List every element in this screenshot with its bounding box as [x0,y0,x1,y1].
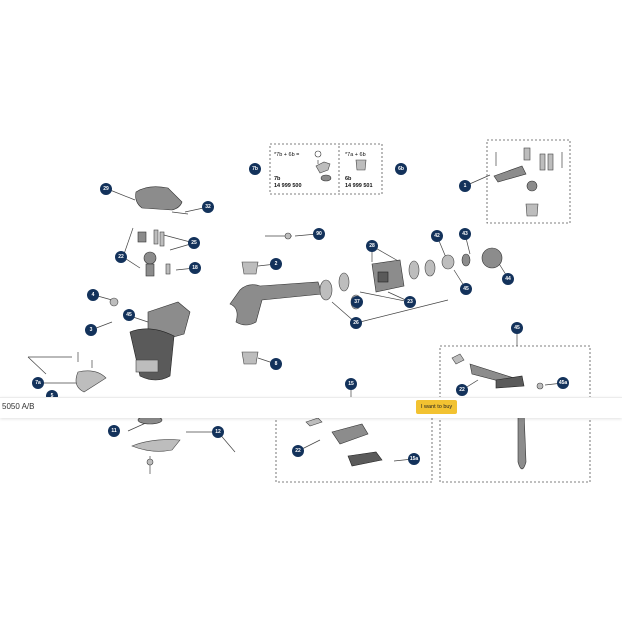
svg-text:26: 26 [353,320,359,326]
svg-text:11: 11 [111,428,117,434]
product-model-label: 5050 A/B [2,402,35,411]
svg-text:29: 29 [103,186,109,192]
callout-15a[interactable]: 15a [408,453,420,465]
svg-text:12: 12 [215,429,221,435]
svg-text:43: 43 [462,231,468,237]
inset-right-article: 14 999 501 [345,183,373,189]
svg-text:45: 45 [514,325,520,331]
callout-44[interactable]: 44 [502,273,514,285]
svg-text:7b: 7b [252,166,258,172]
callout-7b[interactable]: 7b [249,163,261,175]
svg-text:23: 23 [407,299,413,305]
inset-left-article: 14 999 500 [274,183,302,189]
callout-18[interactable]: 18 [189,262,201,274]
callout-22[interactable]: 22 [115,251,127,263]
inset-knob-part [320,174,332,182]
part-3-cup [129,328,175,381]
svg-text:22: 22 [459,387,465,393]
callout-26[interactable]: 26 [350,317,362,329]
callout-32[interactable]: 32 [202,201,214,213]
detail-box-1 [486,139,571,224]
callout-43[interactable]: 43 [459,228,471,240]
leader-lines [27,174,564,462]
buy-button[interactable]: I want to buy [416,400,458,414]
svg-text:6b: 6b [398,166,404,172]
svg-text:15: 15 [348,381,354,387]
svg-text:37: 37 [354,299,360,305]
callout-90[interactable]: 90 [313,228,325,240]
svg-text:8: 8 [275,361,278,367]
callout-22-detail[interactable]: 22 [456,384,468,396]
inset-left-part-no: 7b [274,176,281,182]
callout-4[interactable]: 4 [87,289,99,301]
svg-text:90: 90 [316,231,322,237]
inset-left-header: *7b + 6b = [274,152,299,158]
sticky-product-bar: 5050 A/B I want to buy [0,397,622,418]
callout-3[interactable]: 3 [85,324,97,336]
svg-text:45a: 45a [559,380,568,386]
svg-text:7a: 7a [35,380,41,386]
parts [75,147,563,474]
svg-text:1: 1 [464,183,467,189]
callout-45-detail[interactable]: 45 [511,322,523,334]
inset-bushing-part [355,159,367,171]
svg-text:4: 4 [92,292,95,298]
inset-box-7b-6b [269,143,383,195]
callout-15[interactable]: 15 [345,378,357,390]
svg-text:44: 44 [505,276,511,282]
callout-11[interactable]: 11 [108,425,120,437]
callout-8[interactable]: 8 [270,358,282,370]
callout-1[interactable]: 1 [459,180,471,192]
svg-text:25: 25 [191,240,197,246]
callout-45[interactable]: 45 [460,283,472,295]
svg-text:22: 22 [295,448,301,454]
callout-45a[interactable]: 45a [557,377,569,389]
callout-6b[interactable]: 6b [395,163,407,175]
svg-text:15a: 15a [410,456,419,462]
clock-icon [314,150,322,158]
svg-text:5: 5 [51,393,54,399]
svg-text:42: 42 [434,233,440,239]
callout-2[interactable]: 2 [270,258,282,270]
svg-text:2: 2 [275,261,278,267]
callout-22-detail-15[interactable]: 22 [292,445,304,457]
inset-handle-part [315,161,331,174]
svg-text:3: 3 [90,327,93,333]
callout-29[interactable]: 29 [100,183,112,195]
callout-42[interactable]: 42 [431,230,443,242]
callout-7a[interactable]: 7a [32,377,44,389]
callout-28[interactable]: 28 [366,240,378,252]
inset-right-header: *7a + 6b [345,152,366,158]
callout-25[interactable]: 25 [188,237,200,249]
svg-text:45: 45 [126,312,132,318]
callout-48[interactable]: 45 [123,309,135,321]
inset-right-part-no: 6b [345,176,352,182]
callout-37[interactable]: 37 [351,296,363,308]
svg-text:45: 45 [463,286,469,292]
part-29-cover [135,186,183,211]
part-shaft-yoke [229,281,323,326]
callout-23[interactable]: 23 [404,296,416,308]
callout-12[interactable]: 12 [212,426,224,438]
svg-text:18: 18 [192,265,198,271]
svg-text:28: 28 [369,243,375,249]
svg-text:32: 32 [205,204,211,210]
part-44-ball [481,247,503,269]
svg-text:22: 22 [118,254,124,260]
